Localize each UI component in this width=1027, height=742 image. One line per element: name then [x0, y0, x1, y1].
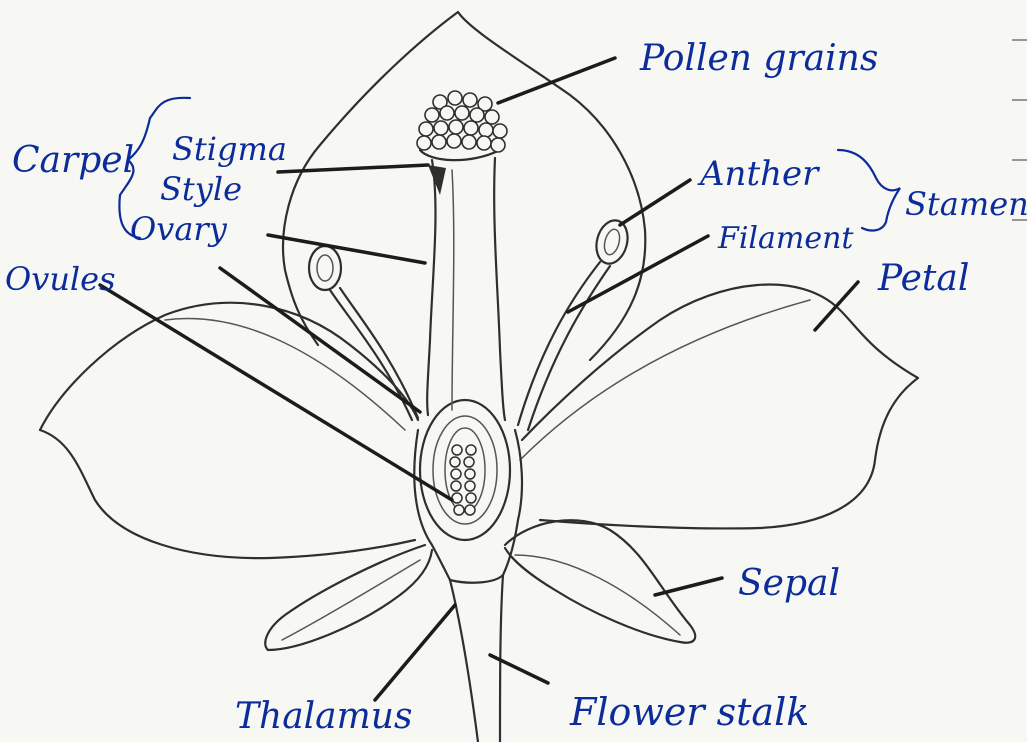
pollen-grains: [417, 91, 507, 152]
label-anther: Anther: [697, 154, 820, 194]
label-ovary: Ovary: [130, 210, 228, 248]
style: [427, 158, 505, 420]
label-thalamus: Thalamus: [235, 696, 412, 737]
stigma: [420, 150, 500, 160]
label-pollen-grains: Pollen grains: [639, 38, 878, 79]
label-style: Style: [160, 170, 242, 208]
label-sepal: Sepal: [738, 563, 840, 604]
label-flower-stalk: Flower stalk: [569, 690, 809, 734]
back-petal: [283, 12, 645, 360]
left-sepal: [265, 545, 432, 650]
label-stamen: Stamen: [905, 185, 1027, 223]
label-ovules: Ovules: [5, 260, 116, 298]
right-stamen: [518, 217, 632, 430]
label-filament: Filament: [717, 221, 854, 256]
label-stigma: Stigma: [172, 130, 287, 168]
label-carpel: Carpel: [12, 140, 134, 181]
left-petal: [40, 303, 418, 558]
stamen-brace: [838, 150, 900, 230]
label-petal: Petal: [877, 258, 969, 299]
